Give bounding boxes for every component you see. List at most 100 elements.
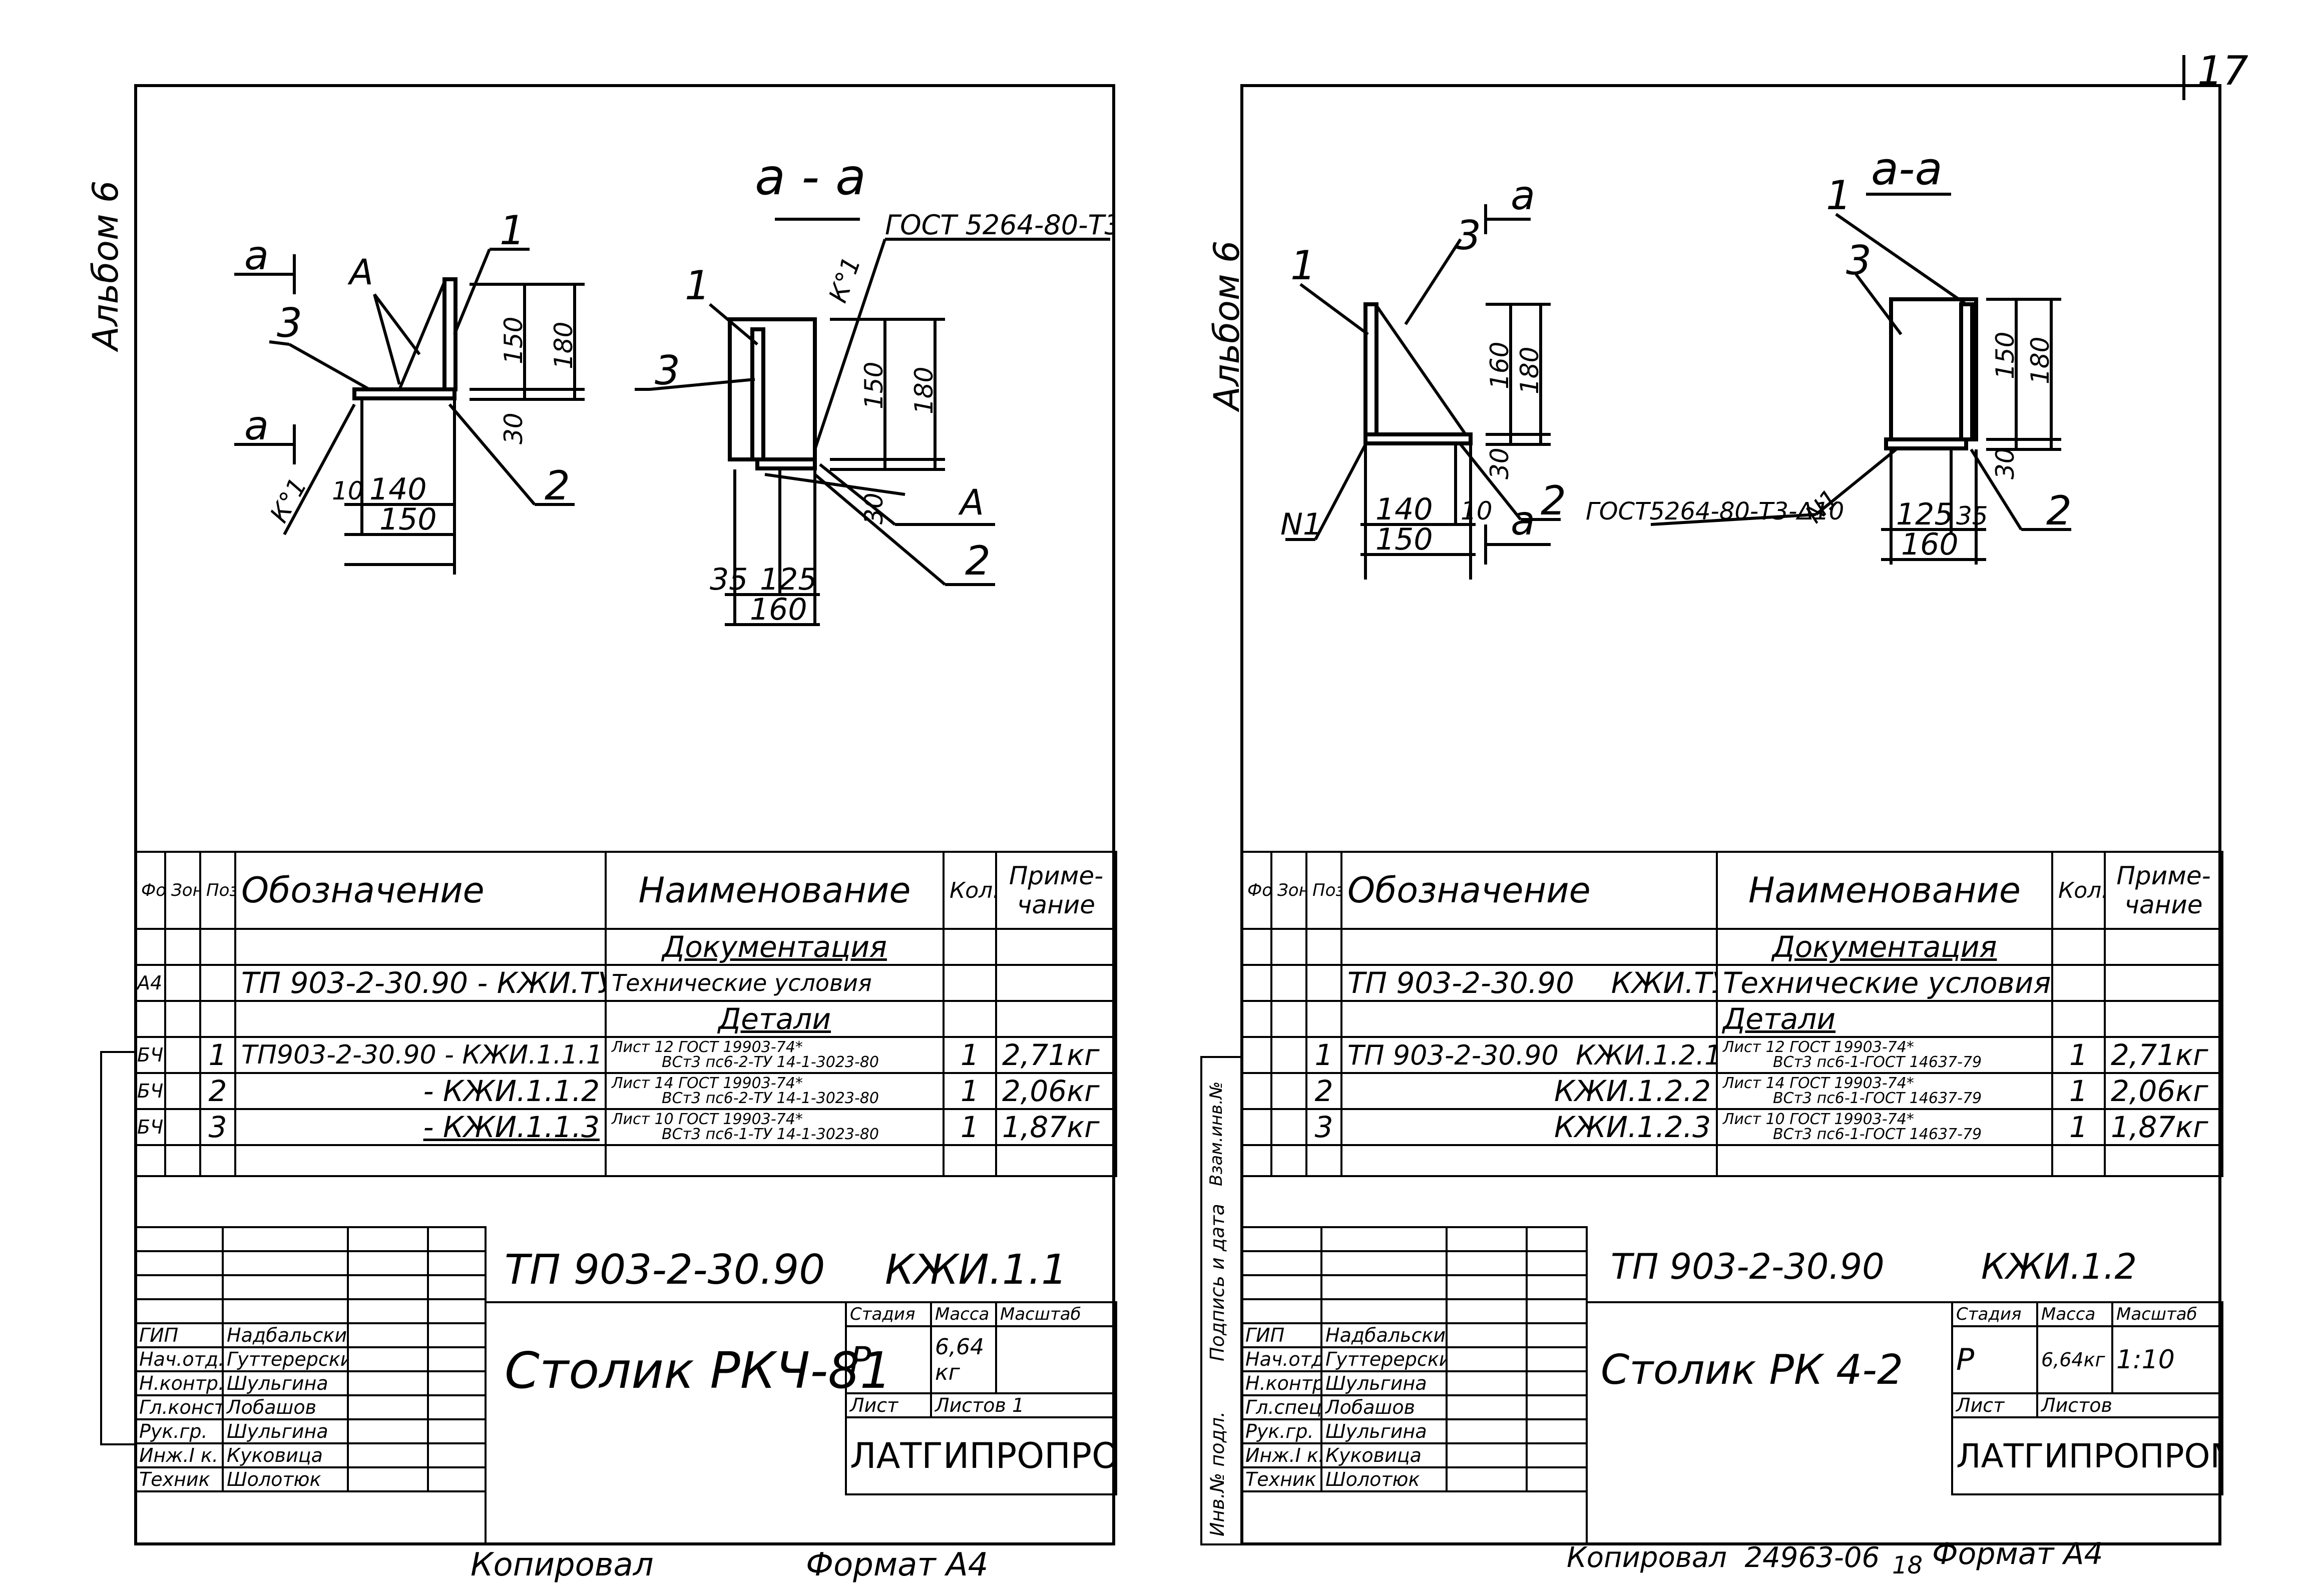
right-dim-30v: 30 [1485,447,1514,479]
left-section-title: а - а [755,148,866,206]
left-s2-dim-150v: 150 [859,362,888,409]
left-s2-dim-160: 160 [750,592,807,627]
right-row1-name-a: Лист [1723,1038,1761,1056]
left-sheet [134,84,1115,1545]
left-person-1: Гуттерерский [222,1346,349,1372]
left-label-a-bottom: а [244,402,269,449]
right-side-label-1: Подпись и дата [1206,1204,1228,1361]
left-row-tu-format: А4 [134,964,166,1002]
left-s2-label-3: 3 [655,347,680,394]
left-s2-dim-125: 125 [760,562,817,597]
right-label-n1: N1 [1280,507,1322,542]
right-scale-label: Масштаб [2111,1301,2223,1327]
left-hdr-note: Приме-чание [995,851,1117,930]
left-dim-150: 150 [379,502,437,537]
left-album-label: Альбом 6 [85,180,126,350]
left-person-5: Куковица [222,1442,349,1468]
table-row: ТП 903-2-30.90 КЖИ.ТУ Технические услови… [1240,964,2223,1002]
left-row2-pos: 2 [199,1072,236,1110]
left-drawing: а - а ГОСТ 5264-80-Т3-Δ10 а а А 1 3 2 К°… [234,148,1115,627]
right-s2-dim-150v: 150 [1991,332,2020,379]
right-s2-dim-125: 125 [1896,497,1954,532]
left-role-1: Нач.отд. [134,1346,224,1372]
right-row1-pos: 1 [1305,1036,1342,1074]
table-row: 3 КЖИ.1.2.3 Лист 10 ГОСТ 19903-74*ВСт3 п… [1240,1108,2223,1146]
left-row3-name-b: 10 ГОСТ 19903-74* [654,1111,803,1128]
right-dim-140: 140 [1375,492,1433,527]
left-s2-label-2: 2 [965,538,991,584]
right-gost-label: ГОСТ5264-80-Т3-Δ10 [1586,497,1844,525]
right-row2-name: Лист 14 ГОСТ 19903-74*ВСт3 пс6-1-ГОСТ 14… [1716,1072,2053,1110]
left-row2-name-a: Лист [612,1075,650,1092]
left-person-6: Шолотюк [222,1466,349,1492]
left-hdr-name: Наименование [605,851,945,930]
right-label-a-top: а [1511,172,1535,219]
right-spec-table: Формат Зона Поз. Обозначение Наименовани… [1240,851,2223,1177]
right-row2-name-b: 14 ГОСТ 19903-74* [1765,1075,1914,1092]
left-label-3: 3 [277,300,302,346]
right-row2-name-a: Лист [1723,1075,1761,1092]
left-row3-format: БЧ [134,1108,166,1146]
right-row2-note: 2,06кг [2104,1072,2223,1110]
left-row-doc-name: Документация [605,928,945,966]
left-role-4: Рук.гр. [134,1418,224,1444]
left-role-2: Н.контр. [134,1370,224,1396]
right-row3-qty: 1 [2051,1108,2106,1146]
right-hdr-format: Формат [1240,851,1272,930]
left-mass: 6,64 кг [930,1325,997,1394]
left-row3-name-a: Лист [612,1111,650,1128]
right-role-1: Нач.отд. [1240,1346,1322,1372]
right-side-label-2: Взам.инв.№ [1206,1081,1226,1186]
left-s2-dim-180v: 180 [909,367,939,414]
left-row-details-name: Детали [605,1000,945,1038]
left-title: Столик РКЧ-81 [505,1341,892,1400]
left-label-2: 2 [545,462,570,509]
right-label-a-bottom: а [1511,497,1535,544]
left-doc-code: ТП 903-2-30.90 [505,1246,825,1294]
left-row2-name-c: ВСт3 пс6-2-ТУ 14-1-3023-80 [662,1090,879,1107]
left-dim-150v: 150 [499,317,528,364]
right-role-3: Гл.спец. [1240,1394,1322,1420]
left-person-0: Надбальский [222,1322,349,1348]
right-role-4: Рук.гр. [1240,1418,1322,1444]
right-person-6: Шолотюк [1320,1466,1448,1492]
left-label-1: 1 [500,207,525,254]
right-sheet-label: Лист [1951,1392,2038,1418]
left-role-0: ГИП [134,1322,224,1348]
right-row-tu-name: Технические условия [1716,964,2053,1002]
right-label-3: 3 [1456,212,1481,259]
right-format: Формат А4 [1932,1536,2103,1571]
left-label-A: А [347,252,373,293]
right-s2-dim-180v: 180 [2026,337,2055,384]
left-label-k1: К°1 [264,473,312,527]
left-row1-note: 2,71кг [995,1036,1117,1074]
left-row1-name: Лист 12 ГОСТ 19903-74*ВСт3 пс6-2-ТУ 14-1… [605,1036,945,1074]
left-row2-qty: 1 [943,1072,997,1110]
left-person-3: Лобашов [222,1394,349,1420]
right-hdr-note: Приме-чание [2104,851,2223,930]
left-row1-qty: 1 [943,1036,997,1074]
left-s2-dim-30v: 30 [859,492,888,524]
left-row3-qty: 1 [943,1108,997,1146]
right-person-3: Лобашов [1320,1394,1448,1420]
left-row1-format: БЧ [134,1036,166,1074]
left-hdr-format: Формат [134,851,166,930]
left-person-4: Шульгина [222,1418,349,1444]
left-role-6: Техник [134,1466,224,1492]
right-role-2: Н.контр. [1240,1370,1322,1396]
right-row-details-name: Детали [1716,1000,2053,1038]
right-label-2: 2 [1541,477,1566,524]
left-sheet-label: Лист [845,1392,932,1418]
right-sheet-code: КЖИ.1.2 [1981,1246,2137,1287]
left-dim-10: 10 [332,476,364,505]
right-hdr-designation: Обозначение [1340,851,1718,930]
left-spec-table: Формат Зона Поз. Обозначение Наименовани… [134,851,1117,1177]
right-mass-label: Масса [2036,1301,2113,1327]
left-row3-designation: - КЖИ.1.1.3 [234,1108,607,1146]
right-hdr-pos: Поз. [1305,851,1342,930]
right-s2-label-3: 3 [1846,237,1872,284]
left-copied: Копировал [471,1546,654,1583]
right-dim-10: 10 [1461,496,1493,525]
left-scale-label: Масштаб [995,1301,1117,1327]
